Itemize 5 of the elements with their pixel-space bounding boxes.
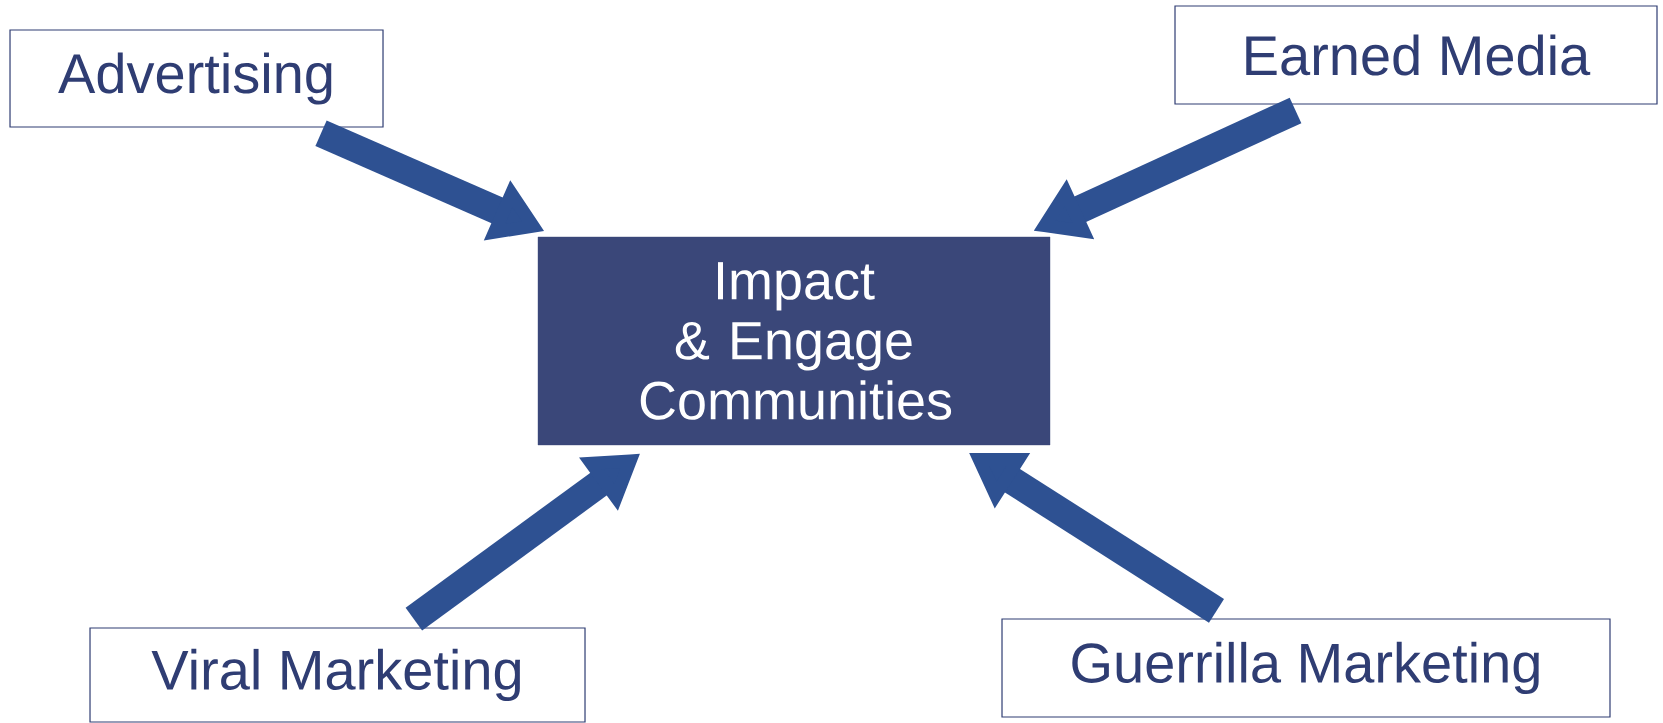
label-box: Advertising <box>9 29 384 128</box>
label-box: Viral Marketing <box>89 627 586 723</box>
label-box: Earned Media <box>1174 5 1658 105</box>
label-box: Guerrilla Marketing <box>1001 618 1611 718</box>
central-box: Impact & Engage Communities <box>537 236 1051 446</box>
